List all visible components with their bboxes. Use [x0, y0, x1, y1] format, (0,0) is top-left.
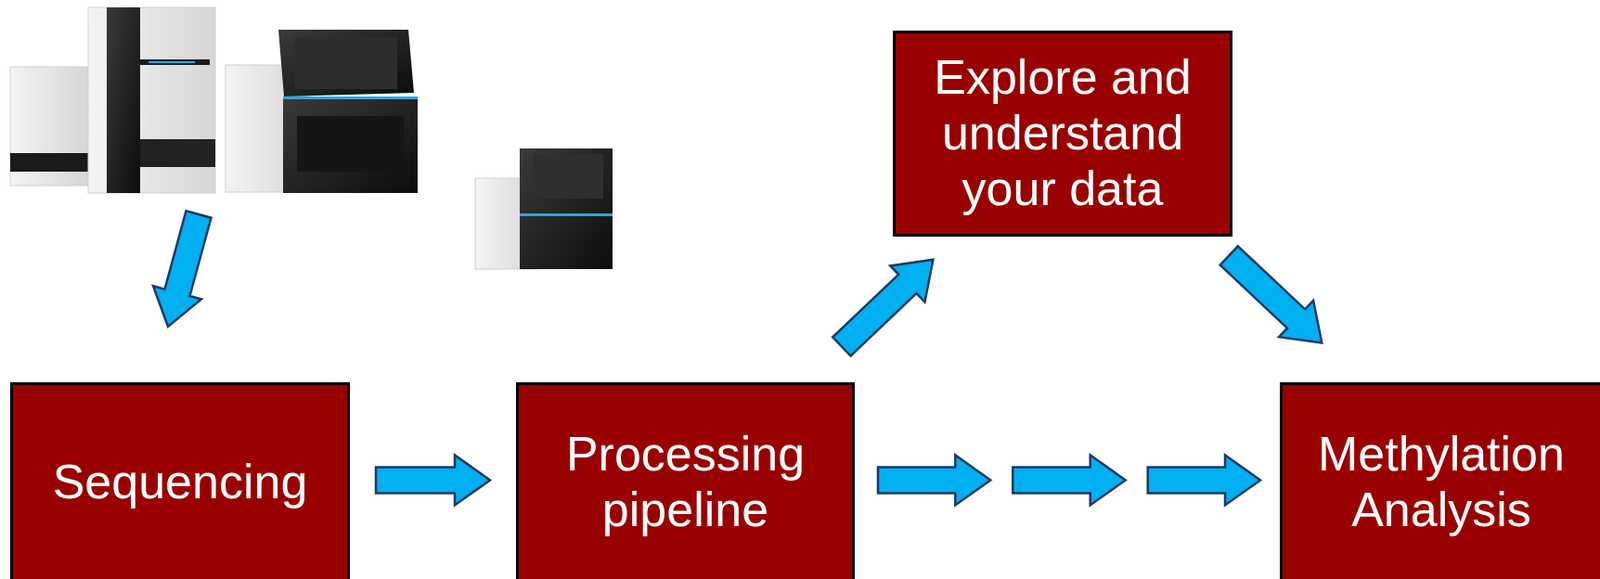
block-arrow-connector	[877, 454, 1261, 505]
process-box: Processing pipeline	[516, 382, 855, 579]
box-label: Sequencing	[52, 454, 309, 511]
sequencer-machine	[225, 29, 418, 194]
block-arrow	[375, 454, 491, 505]
block-arrow	[1220, 245, 1323, 343]
box-text-group: Processing pipeline	[535, 426, 836, 539]
block-arrow	[153, 210, 212, 327]
block-arrow-connector	[375, 454, 491, 505]
process-box: Methylation Analysis	[1279, 382, 1600, 579]
sequencer-machine	[475, 148, 613, 270]
process-box: Sequencing	[10, 382, 350, 579]
block-arrow	[1012, 454, 1125, 505]
box-text-group: Explore and understand your data	[912, 50, 1213, 217]
process-box: Explore and understand your data	[892, 30, 1233, 237]
box-text-group: Methylation Analysis	[1299, 426, 1584, 539]
block-arrow	[832, 259, 933, 357]
block-arrow	[877, 454, 991, 505]
block-arrow	[1148, 454, 1261, 505]
box-label: Methylation Analysis	[1299, 426, 1584, 539]
block-arrow-connector	[832, 259, 933, 357]
sequencer-machine	[10, 7, 216, 194]
block-arrow-connector	[1220, 245, 1323, 343]
box-label: Explore and understand your data	[912, 50, 1213, 217]
box-label: Processing pipeline	[535, 426, 836, 539]
box-text-group: Sequencing	[52, 454, 309, 511]
